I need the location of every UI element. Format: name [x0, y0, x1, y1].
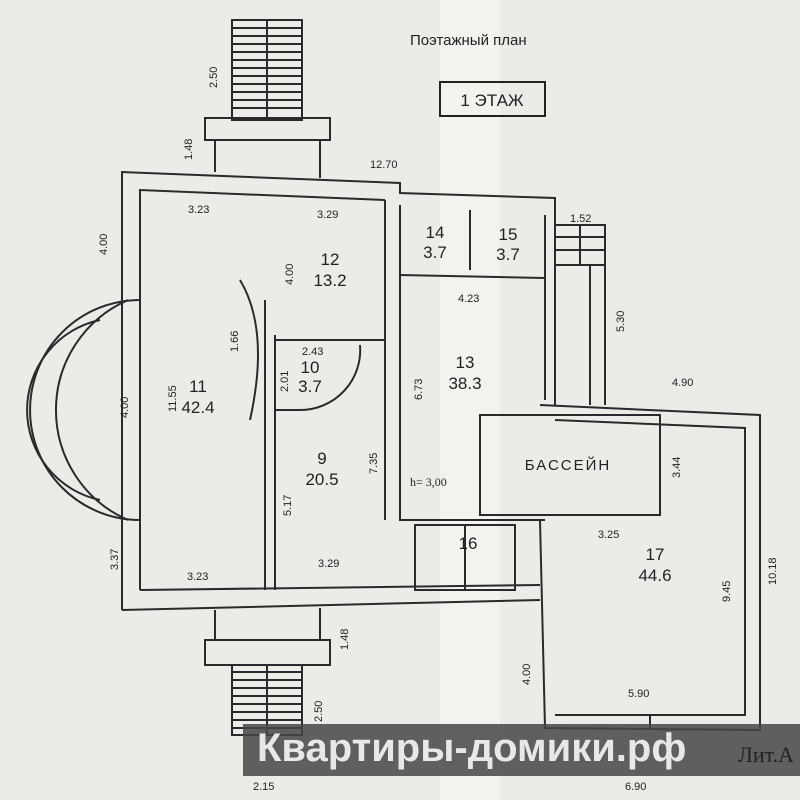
- dimension-label: 2.50: [313, 701, 325, 722]
- dimension-label: 6.73: [413, 379, 425, 400]
- dimension-label: 5.17: [282, 495, 294, 516]
- dimension-label: 2.43: [302, 346, 323, 358]
- dimension-label: 2.50: [208, 67, 220, 88]
- dimension-label: 5.90: [628, 688, 649, 700]
- dimension-label: 11.55: [167, 385, 179, 412]
- room-number: 12: [321, 250, 340, 269]
- dimension-label: 10.18: [767, 557, 779, 585]
- plan-title: Поэтажный план: [410, 32, 527, 49]
- dimension-label: 3.25: [598, 529, 619, 541]
- room-number: 16: [459, 534, 478, 553]
- dimension-label: 1.52: [570, 213, 591, 225]
- dimension-label: 2.01: [279, 371, 291, 392]
- room-number: 9: [317, 449, 326, 468]
- pool-label: БАССЕЙН: [525, 456, 611, 474]
- lit-label: Лит.А: [737, 742, 794, 767]
- dimension-label: 3.29: [318, 558, 339, 570]
- room-area: 20.5: [305, 470, 338, 489]
- dimension-label: 2.15: [253, 781, 275, 793]
- room-number: 10: [301, 358, 320, 377]
- room-area: 3.7: [423, 243, 447, 262]
- watermark-text: Квартиры-домики.рф: [257, 726, 687, 770]
- pool-height: h= 3,00: [410, 475, 447, 489]
- watermark-banner: Квартиры-домики.рф Лит.А: [243, 724, 800, 776]
- room-area: 44.6: [638, 566, 671, 585]
- dimension-label: 3.44: [671, 457, 683, 478]
- top-stairs: [204, 19, 331, 178]
- room-area: 3.7: [496, 245, 520, 264]
- dimension-label: 4.00: [521, 664, 533, 685]
- dimension-label: 7.35: [368, 453, 380, 474]
- room-area: 13.2: [313, 271, 346, 290]
- floor-label-box: [439, 81, 546, 117]
- dimension-label: 1.48: [339, 629, 351, 650]
- dimension-label: 4.00: [284, 264, 296, 285]
- interior-walls: [239, 200, 661, 590]
- dimension-label: 12.70: [370, 159, 398, 171]
- room-area: 42.4: [181, 398, 214, 417]
- exterior-walls: [26, 170, 556, 611]
- dimension-label: 5.30: [615, 311, 627, 332]
- dimension-label: 1.66: [229, 331, 241, 352]
- room-area: 38.3: [448, 374, 481, 393]
- dimension-label: 9.45: [721, 581, 733, 602]
- room-number: 15: [499, 225, 518, 244]
- dimension-label: 3.29: [317, 209, 338, 221]
- dimension-label: 4.00: [119, 397, 131, 418]
- room-number: 13: [456, 353, 475, 372]
- room-number: 17: [646, 545, 665, 564]
- dimension-label: 1.48: [183, 139, 195, 160]
- right-stairs: [554, 224, 606, 405]
- dimension-label: 3.23: [188, 204, 209, 216]
- dimension-label: 4.90: [672, 377, 693, 389]
- dimension-label: 4.00: [98, 234, 110, 255]
- dimension-label: 4.23: [458, 293, 479, 305]
- room-number: 14: [426, 223, 445, 242]
- floor-label: 1 ЭТАЖ: [460, 91, 524, 110]
- room-area: 3.7: [298, 377, 322, 396]
- dimension-label: 6.90: [625, 781, 647, 793]
- room-number: 11: [189, 377, 207, 396]
- dimension-label: 3.23: [187, 571, 208, 583]
- dimension-label: 3.37: [109, 549, 121, 570]
